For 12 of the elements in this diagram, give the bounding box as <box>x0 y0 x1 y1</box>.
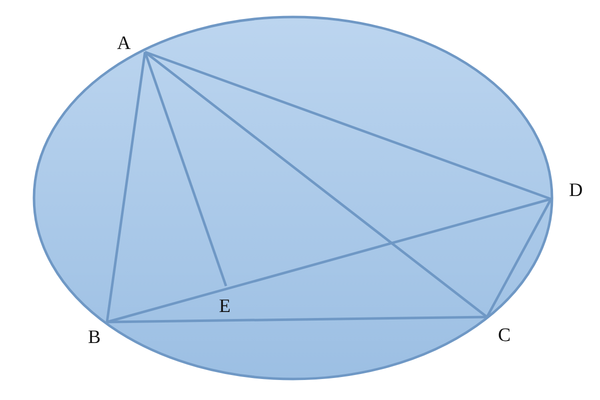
line-segment <box>144 50 552 200</box>
line-segment <box>106 198 552 324</box>
line-segment <box>144 51 488 318</box>
line-segment <box>144 52 228 286</box>
line-segment <box>106 52 146 322</box>
point-label: C <box>498 326 511 345</box>
point-label: B <box>88 328 101 347</box>
point-label: D <box>569 181 583 200</box>
line-segment <box>106 316 488 324</box>
line-segment <box>486 198 552 318</box>
point-label: E <box>219 297 231 316</box>
point-label: A <box>117 34 131 53</box>
